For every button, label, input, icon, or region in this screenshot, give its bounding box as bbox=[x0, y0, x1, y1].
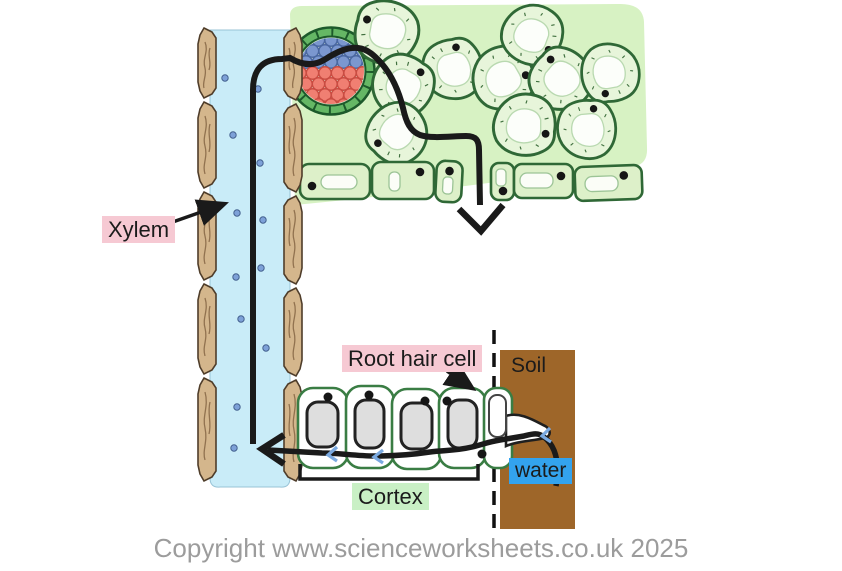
soil-label: Soil bbox=[511, 354, 547, 377]
water-path-upper-line bbox=[250, 44, 483, 444]
epidermal-cell bbox=[573, 163, 644, 203]
root-hair-label-arrow bbox=[442, 361, 477, 391]
down-arrowhead bbox=[456, 202, 506, 236]
cortex-bracket bbox=[298, 464, 480, 481]
chevron-icon bbox=[539, 426, 552, 444]
cortex-cell bbox=[390, 387, 443, 471]
chevron-icon bbox=[325, 445, 339, 463]
xylem-wall-left-texture bbox=[202, 41, 211, 461]
cortex-cell bbox=[344, 384, 396, 470]
xylem-label-arrow bbox=[166, 199, 229, 226]
epidermal-cell bbox=[489, 161, 516, 202]
epidermal-cell bbox=[370, 160, 436, 201]
epidermal-cell bbox=[434, 159, 464, 204]
epidermal-cell bbox=[298, 162, 372, 201]
xylem-label: Xylem bbox=[102, 216, 176, 244]
water-path-upper bbox=[250, 44, 506, 444]
chevron-icon bbox=[371, 448, 384, 465]
plant-cell bbox=[491, 92, 557, 157]
copyright-text: Copyright www.scienceworksheets.co.uk 20… bbox=[153, 533, 689, 563]
xylem-particles bbox=[221, 74, 270, 452]
epidermal-cell bbox=[512, 162, 575, 200]
water-direction-chevrons bbox=[325, 426, 552, 465]
cell-row bbox=[298, 159, 644, 204]
xylem-cells-cross-section bbox=[298, 66, 364, 104]
left-arrowhead bbox=[256, 432, 286, 467]
cortex-label: Cortex bbox=[352, 483, 429, 511]
water-label: water bbox=[509, 458, 573, 485]
cortex-cells bbox=[296, 384, 488, 471]
root-hair-cell-label: Root hair cell bbox=[342, 345, 483, 373]
